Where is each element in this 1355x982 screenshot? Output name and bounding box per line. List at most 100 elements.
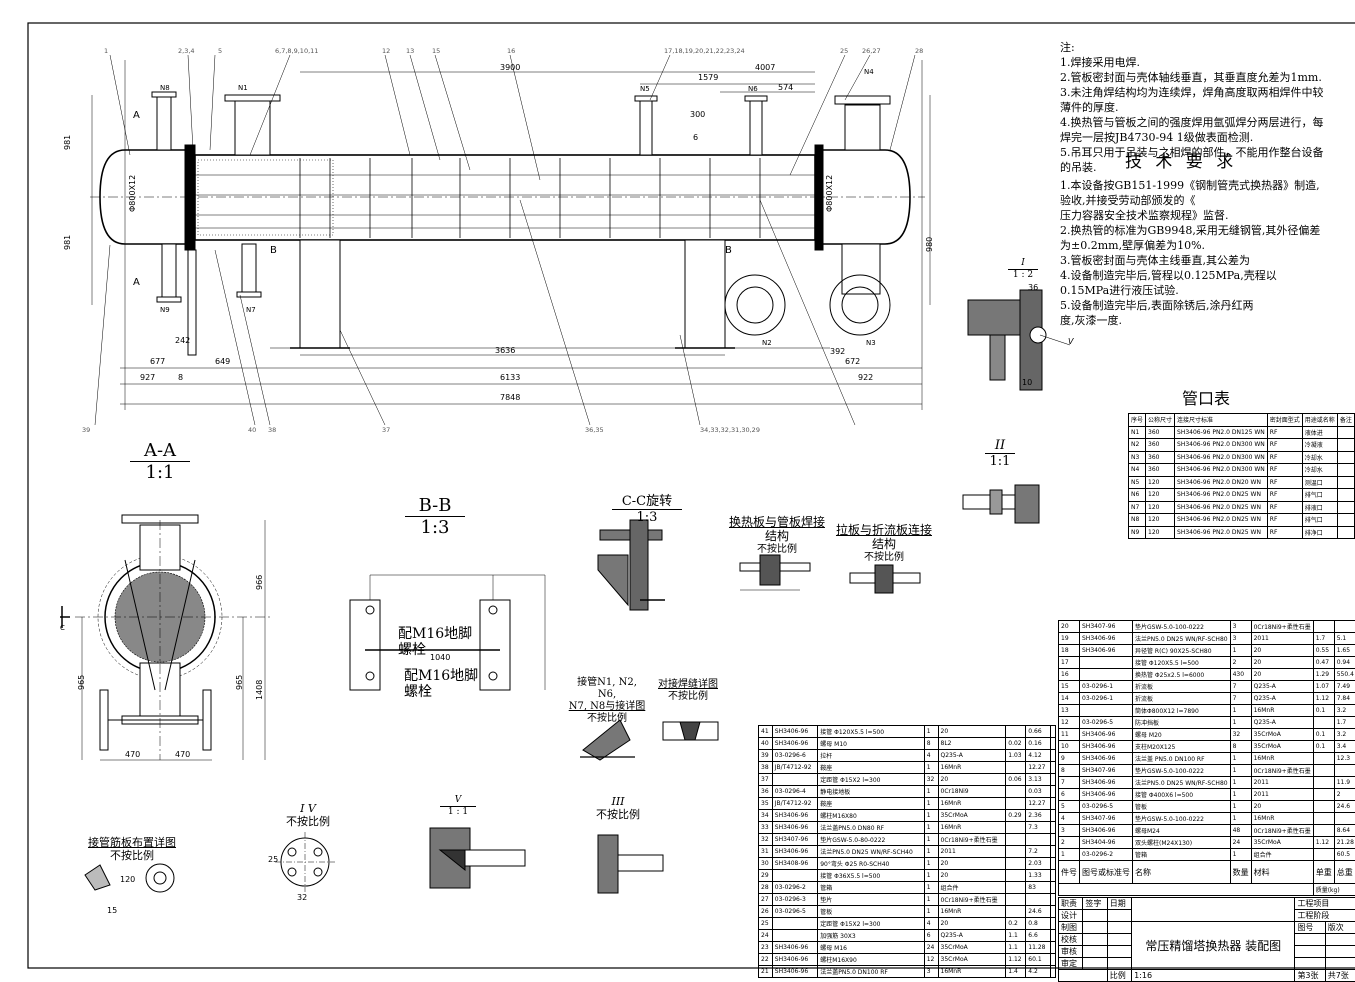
bom-cell: 11.9 <box>1334 777 1355 789</box>
bolt-note-2: 配M16地脚螺栓 <box>404 668 484 700</box>
bom-cell: SH3406-96 <box>772 822 817 834</box>
bom-cell: 6.6 <box>1026 930 1050 942</box>
label-n7: N7 <box>246 306 256 314</box>
bom-header-cell: 图号或标准号 <box>1080 861 1133 884</box>
dim-7848: 7848 <box>500 393 520 402</box>
bom-cell: SH3406-96 <box>772 810 817 822</box>
notes-header: 注: <box>1060 40 1324 55</box>
nozzle-n3 <box>842 244 880 294</box>
balloon-38: 38 <box>268 426 276 434</box>
label-n1: N1 <box>238 84 248 92</box>
bom-cell: 1 <box>1059 849 1080 861</box>
dim-phi-right: Φ800X12 <box>825 175 834 212</box>
bom-cell: 20 <box>1251 801 1313 813</box>
bom-cell: 4 <box>1059 813 1080 825</box>
nozzle-table-cell: SH3406-96 PN2.0 DN25 WN <box>1175 526 1268 539</box>
note-line: 4.换热管与管板之间的强度焊用氩弧焊分两层进行，每 <box>1060 115 1324 130</box>
bom-cell: 1.7 <box>1313 633 1334 645</box>
bom-cell: 接管 Φ120X5.5 l=500 <box>818 726 924 738</box>
bom-header-cell: 总重 <box>1334 861 1355 884</box>
note-line: 1.焊接采用电焊. <box>1060 55 1324 70</box>
bom-cell: 24 <box>759 930 773 942</box>
bom-header-cell: 数量 <box>1230 861 1251 884</box>
bom-cell: 0Cr18Ni9+柔性石墨 <box>1251 765 1313 777</box>
title-block-scale-label: 比例 <box>1107 970 1131 982</box>
bolt-note-1: 配M16地脚螺栓 <box>398 626 478 658</box>
bom-cell: 38 <box>759 762 773 774</box>
nozzle-table-cell <box>1337 451 1354 464</box>
bom-cell: SH3406-96 <box>772 954 817 966</box>
bom-cell: 换热管 Φ25x2.5 l=6000 <box>1133 669 1231 681</box>
bom-cell: 41 <box>759 726 773 738</box>
bom-cell: 垫片GSW-5.0-100-0222 <box>1133 621 1231 633</box>
bom-cell: 垫片GSW-5.0-80-0222 <box>818 834 924 846</box>
bom-cell: 20 <box>938 870 1006 882</box>
nozzle-table-cell: 排液口 <box>1302 501 1337 514</box>
title-block-sheet: 第3张 <box>1295 970 1325 982</box>
nozzle-n5 <box>640 100 652 155</box>
bom-cell: 10 <box>1059 741 1080 753</box>
nozzle-table-cell: N8 <box>1129 514 1146 527</box>
bom-cell: 4 <box>924 918 938 930</box>
nozzle-table-cell: SH3406-96 PN2.0 DN25 WN <box>1175 501 1268 514</box>
dim-15: 15 <box>107 906 117 915</box>
bom-cell: 11.28 <box>1026 942 1050 954</box>
bom-cell: 垫片GSW-5.0-100-0222 <box>1133 765 1231 777</box>
tie-rod-baffle-detail <box>850 565 920 593</box>
bom-cell <box>1006 846 1026 858</box>
bom-cell: 0.1 <box>1313 729 1334 741</box>
bom-cell: 1.12 <box>1006 954 1026 966</box>
nozzle-table-title: 管口表 <box>1182 385 1230 409</box>
title-block-total: 共7张 <box>1325 970 1355 982</box>
bom-cell: 1.12 <box>1313 837 1334 849</box>
bom-cell: 鞍座 <box>818 798 924 810</box>
dim-677: 677 <box>150 357 165 366</box>
bom-cell <box>1050 882 1056 894</box>
bom-cell: SH3407-96 <box>1080 813 1133 825</box>
nozzle-table-cell: 排气口 <box>1302 489 1337 502</box>
saddle-right <box>685 240 725 348</box>
bom-cell: 1 <box>1230 777 1251 789</box>
bom-cell: 24.6 <box>1334 801 1355 813</box>
bom-cell: 60.1 <box>1026 954 1050 966</box>
bom-cell: 折流板 <box>1133 681 1231 693</box>
nozzle-table-header-cell: 用途或名称 <box>1302 414 1337 427</box>
bom-cell: 90°弯头 Φ25 R0-SCH40 <box>818 858 924 870</box>
bom-cell <box>1313 717 1334 729</box>
dim-4007: 4007 <box>755 63 775 72</box>
nozzle-table-cell: RF <box>1267 451 1302 464</box>
bom-cell <box>1334 813 1355 825</box>
tech-line: 为±0.2mm,壁厚偏差为10%. <box>1060 238 1320 253</box>
bom-cell: 5.1 <box>1334 633 1355 645</box>
bom-cell: 螺母M24 <box>1133 825 1231 837</box>
nozzle-table-cell: SH3406-96 PN2.0 DN25 WN <box>1175 514 1268 527</box>
bom-cell: 8 <box>1230 741 1251 753</box>
title-block-blank <box>1132 898 1295 922</box>
bom-cell: 13 <box>1059 705 1080 717</box>
bom-cell: 3.4 <box>1334 741 1355 753</box>
bom-cell: JB/T4712-92 <box>772 762 817 774</box>
bom-cell <box>1313 825 1334 837</box>
bom-cell: 36 <box>759 786 773 798</box>
bom-cell <box>1050 810 1056 822</box>
balloon-15: 15 <box>432 47 440 55</box>
bom-cell: 4 <box>924 750 938 762</box>
bom-cell: SH3406-96 <box>1080 753 1133 765</box>
bom-cell <box>1050 846 1056 858</box>
bom-cell <box>1006 870 1026 882</box>
bom-cell: SH3407-96 <box>1080 621 1133 633</box>
bom-cell: 2011 <box>1251 633 1313 645</box>
bom-cell: 03-0296-1 <box>1080 693 1133 705</box>
nozzle-table-cell: 测温口 <box>1302 476 1337 489</box>
bom-cell: 32 <box>1230 729 1251 741</box>
bom-cell: 35CrMoA <box>1251 837 1313 849</box>
